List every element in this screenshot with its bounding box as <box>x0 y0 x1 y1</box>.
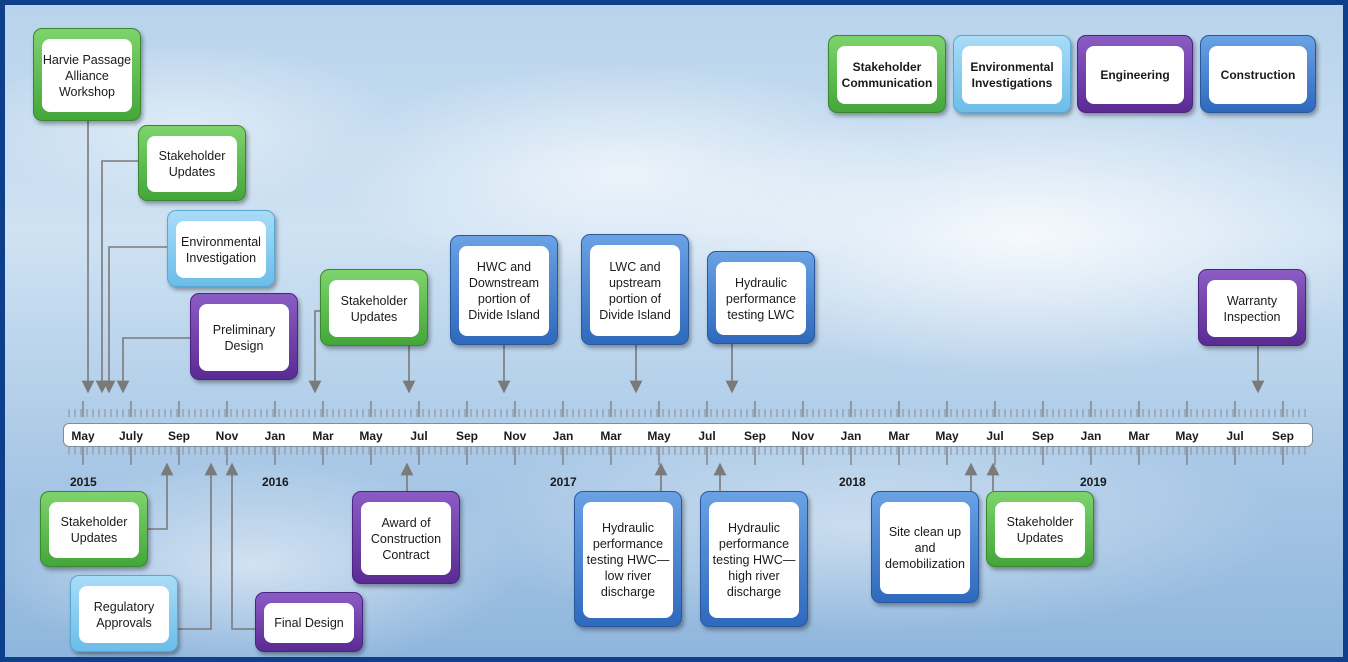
event-award-construction-contract: Award of Construction Contract <box>352 491 460 584</box>
month-label: Nov <box>215 429 239 443</box>
event-stakeholder-updates-3: Stakeholder Updates <box>40 491 148 567</box>
event-label: LWC and upstream portion of Divide Islan… <box>590 245 680 336</box>
month-label: Sep <box>1271 429 1294 443</box>
month-label: May <box>935 429 959 443</box>
month-label: Nov <box>791 429 815 443</box>
event-site-cleanup: Site clean up and demobilization <box>871 491 979 603</box>
event-label: Hydraulic performance testing LWC <box>716 262 806 335</box>
event-hydraulic-testing-lwc: Hydraulic performance testing LWC <box>707 251 815 344</box>
month-label: Jan <box>1080 429 1102 443</box>
month-label: Sep <box>1031 429 1054 443</box>
connector-lines <box>68 115 1306 630</box>
month-label: May <box>1175 429 1199 443</box>
year-label: 2016 <box>262 475 289 489</box>
event-label: Final Design <box>264 603 354 643</box>
month-label: May <box>359 429 383 443</box>
legend-engineering: Engineering <box>1077 35 1193 113</box>
month-label: May <box>647 429 671 443</box>
event-preliminary-design: Preliminary Design <box>190 293 298 380</box>
event-label: Regulatory Approvals <box>79 586 169 643</box>
month-label: Sep <box>167 429 190 443</box>
month-label: Mar <box>312 429 334 443</box>
event-label: Award of Construction Contract <box>361 502 451 575</box>
event-hwc-downstream: HWC and Downstream portion of Divide Isl… <box>450 235 558 345</box>
month-label: Jul <box>410 429 428 443</box>
event-label: Stakeholder Updates <box>147 136 237 192</box>
event-label: Warranty Inspection <box>1207 280 1297 337</box>
event-label: Preliminary Design <box>199 304 289 371</box>
legend-stakeholder-communication: Stakeholder Communication <box>828 35 946 113</box>
legend-label: Environmental Investigations <box>962 46 1062 104</box>
connector-arrow <box>308 310 322 394</box>
legend-label: Engineering <box>1086 46 1184 104</box>
month-label: Sep <box>455 429 478 443</box>
month-label: Mar <box>600 429 622 443</box>
event-environmental-investigation: Environmental Investigation <box>167 210 275 287</box>
month-label: Jan <box>264 429 286 443</box>
event-label: Stakeholder Updates <box>329 280 419 337</box>
event-stakeholder-updates-2: Stakeholder Updates <box>320 269 428 346</box>
legend-environmental-investigations: Environmental Investigations <box>953 35 1071 113</box>
legend-label: Stakeholder Communication <box>837 46 937 104</box>
event-stakeholder-updates-1: Stakeholder Updates <box>138 125 246 201</box>
event-stakeholder-updates-4: Stakeholder Updates <box>986 491 1094 567</box>
timeline-bar <box>63 423 1313 447</box>
year-label: 2019 <box>1080 475 1107 489</box>
event-hydraulic-testing-hwc-high: Hydraulic performance testing HWC— high … <box>700 491 808 627</box>
month-label: May <box>71 429 95 443</box>
connector-arrow <box>225 462 255 630</box>
event-lwc-upstream: LWC and upstream portion of Divide Islan… <box>581 234 689 345</box>
month-label: Jul <box>698 429 716 443</box>
month-label: Sep <box>743 429 766 443</box>
event-label: Stakeholder Updates <box>49 502 139 558</box>
connector-arrow <box>148 462 174 530</box>
legend-construction: Construction <box>1200 35 1316 113</box>
legend-label: Construction <box>1209 46 1307 104</box>
month-label: Mar <box>1128 429 1150 443</box>
month-label: July <box>118 429 143 443</box>
year-label: 2018 <box>839 475 866 489</box>
event-label: Site clean up and demobilization <box>880 502 970 594</box>
event-regulatory-approvals: Regulatory Approvals <box>70 575 178 652</box>
event-label: Stakeholder Updates <box>995 502 1085 558</box>
connector-arrow <box>102 246 167 394</box>
connector-arrow <box>178 462 218 630</box>
month-label: Nov <box>503 429 527 443</box>
month-label: Jan <box>840 429 862 443</box>
event-label: Harvie Passage Alliance Workshop <box>42 39 132 112</box>
connector-arrow <box>116 337 190 394</box>
event-label: Hydraulic performance testing HWC— high … <box>709 502 799 618</box>
connector-arrow <box>95 160 140 394</box>
event-label: HWC and Downstream portion of Divide Isl… <box>459 246 549 336</box>
event-label: Hydraulic performance testing HWC— low r… <box>583 502 673 618</box>
month-label: Jan <box>552 429 574 443</box>
month-label: Jul <box>986 429 1004 443</box>
year-label: 2017 <box>550 475 577 489</box>
event-final-design: Final Design <box>255 592 363 652</box>
month-label: Jul <box>1226 429 1244 443</box>
event-label: Environmental Investigation <box>176 221 266 278</box>
year-label: 2015 <box>70 475 97 489</box>
event-hydraulic-testing-hwc-low: Hydraulic performance testing HWC— low r… <box>574 491 682 627</box>
event-warranty-inspection: Warranty Inspection <box>1198 269 1306 346</box>
event-harvie-passage-workshop: Harvie Passage Alliance Workshop <box>33 28 141 121</box>
month-label: Mar <box>888 429 910 443</box>
